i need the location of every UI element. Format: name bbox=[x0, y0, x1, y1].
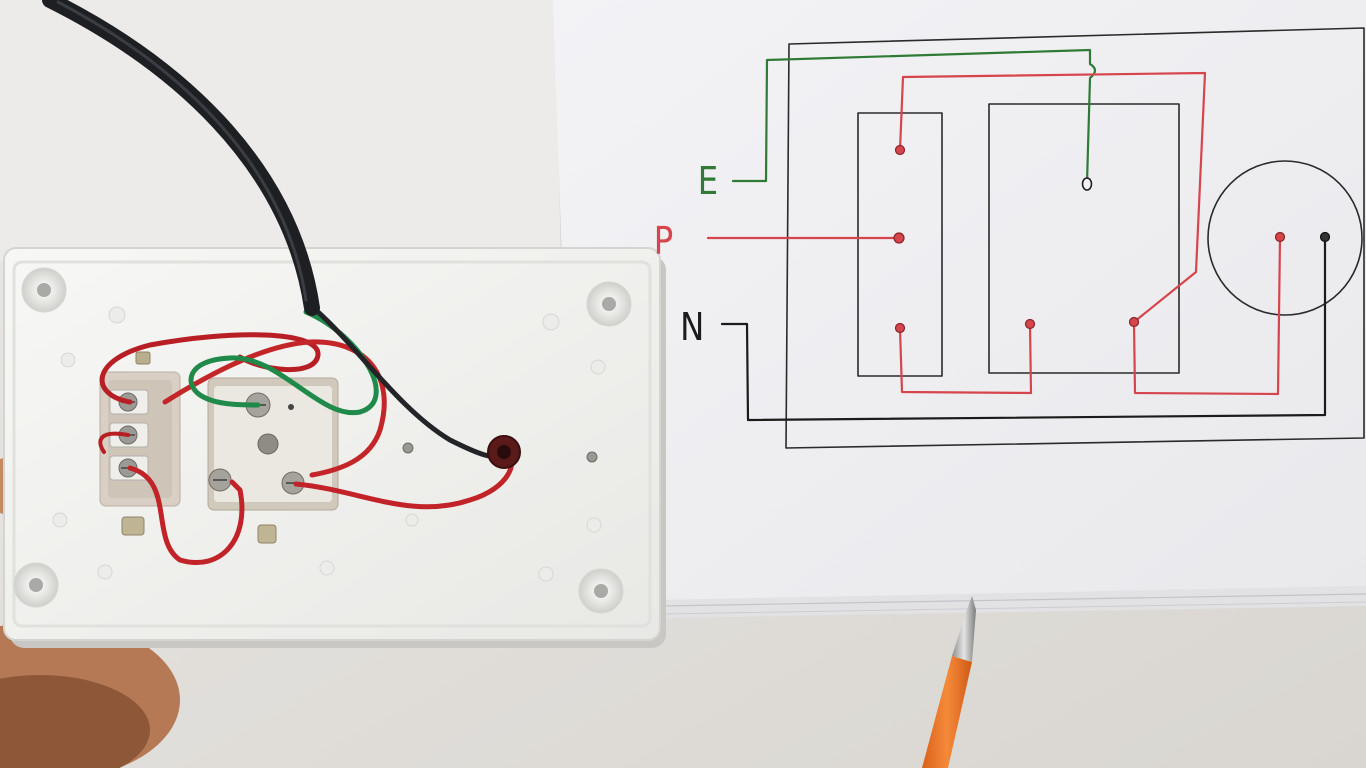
paper-stack-edge bbox=[660, 586, 1366, 618]
switch-box-inner-rim bbox=[12, 260, 652, 628]
cable-grommet-center bbox=[497, 445, 511, 459]
diagram-terminal-dot bbox=[894, 322, 906, 334]
diagram-paper bbox=[553, 0, 1366, 600]
box-wiring bbox=[98, 309, 515, 565]
paper-stack-line bbox=[663, 601, 1366, 615]
diagram-terminal-dot bbox=[1128, 316, 1140, 328]
diagram-terminal-dot bbox=[894, 144, 906, 156]
knockout-holes bbox=[52, 306, 606, 582]
diagram-lamp-circle bbox=[1207, 160, 1363, 316]
diagram-phase-loop-wire bbox=[898, 71, 1207, 324]
loose-screw bbox=[121, 516, 145, 536]
diagram-terminal-dot bbox=[893, 232, 905, 244]
diagram-label-neutral: N bbox=[680, 305, 705, 349]
diagram-neutral-wire bbox=[720, 235, 1327, 422]
diagram-earth-wire bbox=[731, 48, 1097, 185]
green-earth-wire bbox=[188, 309, 379, 416]
diagram-earth-terminal bbox=[1081, 177, 1093, 191]
loose-screw bbox=[257, 524, 277, 544]
plate-screw bbox=[402, 442, 414, 454]
diagram-terminal-dot bbox=[1274, 231, 1286, 243]
pen-barrel bbox=[922, 656, 972, 768]
diagram-switch-output-wire bbox=[898, 322, 1033, 395]
socket-screw-center bbox=[257, 433, 279, 455]
pointer-pen bbox=[922, 596, 976, 768]
diagram-label-phase: P bbox=[653, 219, 674, 263]
hand-shadow bbox=[0, 675, 150, 768]
diagram-socket-plate bbox=[988, 103, 1180, 374]
red-wire-loop bbox=[99, 332, 321, 405]
mounting-posts bbox=[13, 267, 632, 614]
red-wire-short bbox=[98, 431, 130, 454]
pen-tip bbox=[952, 596, 976, 662]
diagram-terminal-dot bbox=[1319, 231, 1331, 243]
socket-module bbox=[207, 377, 339, 544]
diagram-lamp-phase-wire bbox=[1132, 235, 1282, 396]
paper-stack-line bbox=[661, 593, 1366, 607]
diagram-label-earth: E bbox=[697, 159, 719, 203]
mains-cable-highlight bbox=[56, 0, 308, 302]
wiring-diagram bbox=[706, 27, 1365, 449]
diagram-terminal-dot bbox=[1024, 318, 1036, 330]
plate-screw bbox=[586, 451, 598, 463]
red-wire-switch-to-phase bbox=[127, 465, 245, 565]
diagram-box-outline bbox=[785, 27, 1365, 449]
diagram-switch-plate bbox=[857, 112, 943, 377]
loose-screw bbox=[135, 351, 151, 365]
